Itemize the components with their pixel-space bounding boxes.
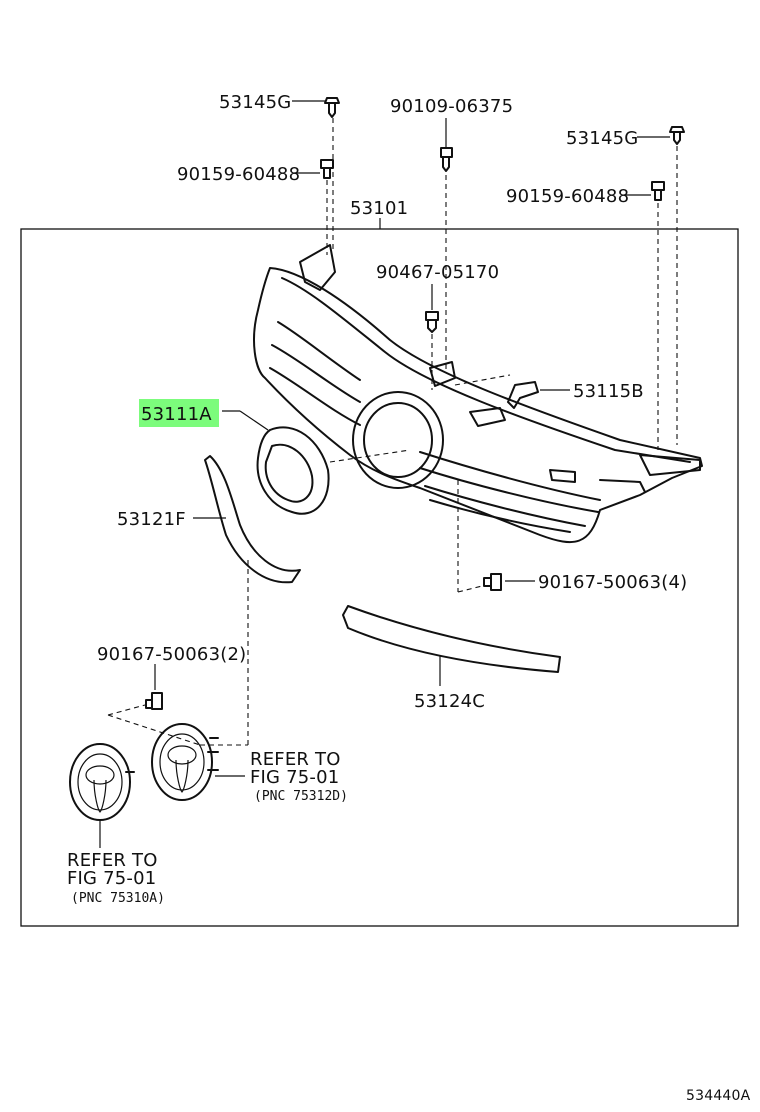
refer-right-line2[interactable]: FIG 75-01 <box>250 767 339 788</box>
label-53101[interactable]: 53101 <box>350 198 408 219</box>
bolt-90159-left[interactable] <box>320 159 334 179</box>
label-90109-06375[interactable]: 90109-06375 <box>390 96 513 117</box>
label-53121f[interactable]: 53121F <box>117 509 186 530</box>
refer-left-line1[interactable]: REFER TO <box>67 850 158 871</box>
label-90167-50063-4[interactable]: 90167-50063(4) <box>538 572 687 593</box>
refer-right-line3: (PNC 75312D) <box>254 789 348 804</box>
bracket-53115b[interactable] <box>507 381 539 409</box>
clip-90109[interactable] <box>440 147 453 172</box>
refer-right-line1[interactable]: REFER TO <box>250 749 341 770</box>
refer-left-line3: (PNC 75310A) <box>71 891 165 906</box>
label-53124c[interactable]: 53124C <box>414 691 485 712</box>
molding-53121f[interactable] <box>204 455 301 584</box>
emblem-front-75312d[interactable] <box>151 723 219 801</box>
figure-code: 534440A <box>686 1088 751 1104</box>
refer-left-line2[interactable]: FIG 75-01 <box>67 868 156 889</box>
label-53111a[interactable]: 53111A <box>141 404 212 425</box>
clip-90467[interactable] <box>425 311 439 333</box>
emblem-surround-53111a[interactable] <box>256 426 330 515</box>
clip-53145g-left[interactable] <box>324 97 340 118</box>
molding-53124c[interactable] <box>342 605 561 673</box>
highlight-53111a <box>139 399 219 427</box>
clip-53145g-right[interactable] <box>669 126 685 145</box>
label-53145g-left[interactable]: 53145G <box>219 92 291 113</box>
bolt-90159-right[interactable] <box>651 181 665 201</box>
screw-90167-4[interactable] <box>483 573 502 591</box>
radiator-grille-53101[interactable] <box>253 244 703 543</box>
label-53145g-right[interactable]: 53145G <box>566 128 638 149</box>
emblem-front-75310a[interactable] <box>69 743 135 821</box>
screw-90167-2[interactable] <box>145 692 163 710</box>
label-53115b[interactable]: 53115B <box>573 381 644 402</box>
label-90467-05170[interactable]: 90467-05170 <box>376 262 499 283</box>
label-90167-50063-2[interactable]: 90167-50063(2) <box>97 644 246 665</box>
label-90159-60488-right[interactable]: 90159-60488 <box>506 186 629 207</box>
label-90159-60488-left[interactable]: 90159-60488 <box>177 164 300 185</box>
